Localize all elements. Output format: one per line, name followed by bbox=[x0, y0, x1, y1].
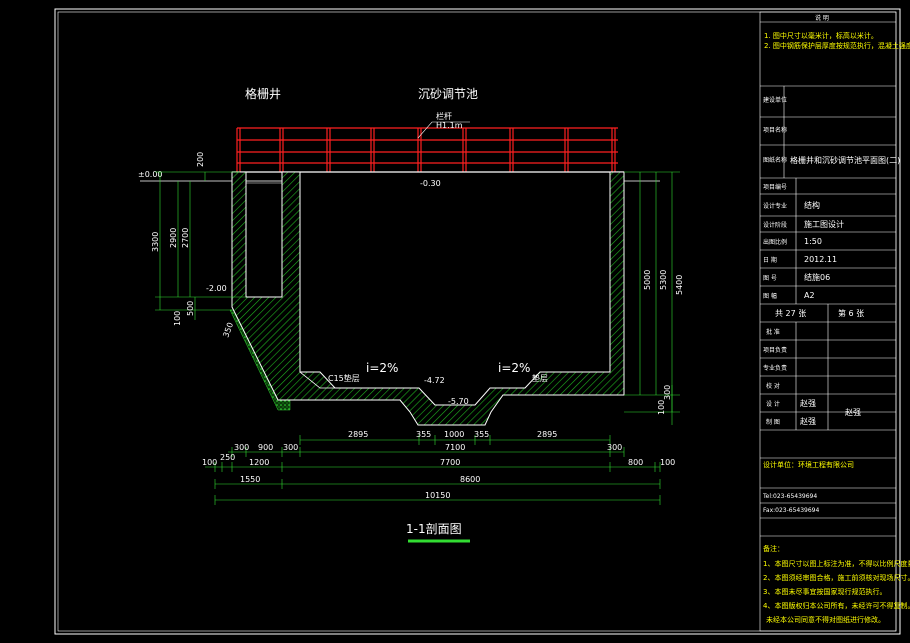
tb-remark-1: 1、本图尺寸以图上标注为准，不得以比例尺度量。 bbox=[763, 559, 910, 568]
section-drawing: 格栅井 沉砂调节池 栏杆 bbox=[138, 86, 684, 543]
elevation-floor-left: -4.72 bbox=[424, 376, 445, 385]
dim-r3-f: 100 bbox=[660, 458, 675, 467]
tb-signature: 赵强 bbox=[845, 407, 861, 417]
dim-v-350: 350 bbox=[221, 321, 235, 338]
dim-v-5300: 5300 bbox=[659, 270, 668, 290]
dim-r2-b: 900 bbox=[258, 443, 273, 452]
dim-r2-e: 300 bbox=[607, 443, 622, 452]
dim-v-2700: 2700 bbox=[181, 228, 190, 248]
tb-label-design: 设 计 bbox=[766, 400, 780, 408]
tb-stage: 施工图设计 bbox=[804, 219, 844, 229]
tb-label-drawing: 图纸名称 bbox=[763, 156, 787, 164]
tb-date: 2012.11 bbox=[804, 255, 837, 264]
tb-label-review: 项目负责 bbox=[763, 346, 787, 354]
dim-r3-d: 7700 bbox=[440, 458, 460, 467]
dim-r3-a: 100 bbox=[202, 458, 217, 467]
tb-pages-total: 共 27 张 bbox=[775, 309, 806, 318]
dim-v-2900: 2900 bbox=[169, 228, 178, 248]
tb-remarks-title: 备注： bbox=[763, 544, 784, 553]
tb-size: A2 bbox=[804, 291, 815, 300]
tb-note-2: 2. 图中钢筋保护层厚度按规范执行，混凝土强度等级C25。 bbox=[764, 41, 910, 50]
tb-label-draw: 制 图 bbox=[766, 418, 780, 426]
tb-pages-current: 第 6 张 bbox=[838, 308, 864, 318]
tb-drawing-name: 格栅井和沉砂调节池平面图(二) bbox=[790, 155, 900, 165]
elevation-sump: -5.70 bbox=[448, 397, 469, 406]
dim-r2-c: 300 bbox=[283, 443, 298, 452]
dim-r3-b: 250 bbox=[220, 453, 235, 462]
railing-tag-bottom: H1.1m bbox=[436, 121, 463, 130]
tb-tel: Tel:023-65439694 bbox=[762, 493, 817, 500]
dim-r1-c: 1000 bbox=[444, 430, 464, 439]
dim-r2-a: 300 bbox=[234, 443, 249, 452]
tb-label-project-no: 项目编号 bbox=[763, 183, 787, 191]
tb-remark-5: 未经本公司同意不得对图纸进行修改。 bbox=[766, 615, 885, 624]
tb-label-stage: 设计阶段 bbox=[763, 221, 787, 229]
tb-label-item: 项目名称 bbox=[763, 126, 787, 134]
tb-designer: 赵强 bbox=[800, 398, 816, 408]
dim-r3-e: 800 bbox=[628, 458, 643, 467]
tank-inner-outline bbox=[299, 172, 335, 389]
right-vertical-dims bbox=[624, 171, 680, 425]
left-vertical-dims bbox=[155, 171, 246, 320]
tb-label-discipline: 设计专业 bbox=[763, 202, 787, 210]
tb-label-audit: 校 对 bbox=[766, 382, 780, 390]
dim-v-100r: 100 bbox=[657, 400, 666, 415]
tb-label-drawing-no: 图 号 bbox=[763, 275, 777, 282]
dim-r5-a: 10150 bbox=[425, 491, 450, 500]
dim-r4-b: 8600 bbox=[460, 475, 480, 484]
tb-label-scale: 出图比例 bbox=[763, 238, 787, 246]
dim-r2-d: 7100 bbox=[445, 443, 465, 452]
tb-drawing-no: 结施06 bbox=[804, 272, 830, 282]
dim-r3-c: 1200 bbox=[249, 458, 269, 467]
figure-title: 1-1剖面图 bbox=[406, 522, 462, 536]
tb-remark-3: 3、本图未尽事宜按国家现行规范执行。 bbox=[763, 587, 886, 596]
outer-frame bbox=[54, 8, 901, 635]
dim-r1-d: 355 bbox=[474, 430, 489, 439]
dim-r1-e: 2895 bbox=[537, 430, 557, 439]
dim-v-5400: 5400 bbox=[675, 275, 684, 295]
tb-label-check: 专业负责 bbox=[763, 364, 787, 372]
dim-v-100: 100 bbox=[173, 311, 182, 326]
dim-v-5000: 5000 bbox=[643, 270, 652, 290]
tb-fax: Fax:023-65439694 bbox=[763, 507, 819, 514]
tank-wall bbox=[231, 171, 625, 426]
tb-remark-2: 2、本图须经审图合格，施工前须核对现场尺寸。 bbox=[763, 573, 910, 582]
tb-header: 说 明 bbox=[815, 14, 829, 22]
railing-leader bbox=[417, 121, 470, 139]
dim-r1-b: 355 bbox=[416, 430, 431, 439]
elevation-well-bottom: -2.00 bbox=[206, 284, 227, 293]
left-well-label: 格栅井 bbox=[245, 86, 281, 101]
tb-scale: 1:50 bbox=[804, 237, 822, 246]
dim-r4-a: 1550 bbox=[240, 475, 260, 484]
elevation-ground: ±0.00 bbox=[138, 170, 163, 179]
slope-right: i=2% bbox=[498, 361, 530, 375]
tb-label-approve: 批 准 bbox=[766, 328, 780, 336]
title-block bbox=[759, 11, 897, 632]
tb-drafter: 赵强 bbox=[800, 416, 816, 426]
floor-tag-right: 垫层 bbox=[532, 373, 548, 383]
tb-company: 设计单位：环境工程有限公司 bbox=[763, 460, 854, 469]
tb-remark-4: 4、本图版权归本公司所有，未经许可不得复制。 bbox=[763, 601, 910, 610]
horizontal-dims bbox=[205, 435, 661, 505]
tb-note-1: 1. 图中尺寸以毫米计，标高以米计。 bbox=[764, 31, 878, 40]
railing-tag-top: 栏杆 bbox=[436, 111, 452, 121]
screen-well-inner bbox=[245, 180, 283, 298]
inner-frame bbox=[57, 11, 897, 632]
dim-v-200: 200 bbox=[196, 152, 205, 167]
tb-label-size: 图 幅 bbox=[763, 292, 777, 300]
slope-left: i=2% bbox=[366, 361, 398, 375]
dim-v-3300: 3300 bbox=[151, 232, 160, 252]
dim-v-500: 500 bbox=[186, 301, 195, 316]
tb-discipline: 结构 bbox=[804, 200, 820, 210]
railing bbox=[236, 127, 618, 172]
tb-label-project: 建设单位 bbox=[763, 96, 787, 104]
right-tank-label: 沉砂调节池 bbox=[418, 87, 478, 101]
tb-label-date: 日 期 bbox=[763, 256, 777, 264]
dim-r1-a: 2895 bbox=[348, 430, 368, 439]
floor-tag-left: C15垫层 bbox=[328, 373, 360, 383]
dim-v-300r: 300 bbox=[663, 385, 672, 400]
elevation-top-inner: -0.30 bbox=[420, 179, 441, 188]
